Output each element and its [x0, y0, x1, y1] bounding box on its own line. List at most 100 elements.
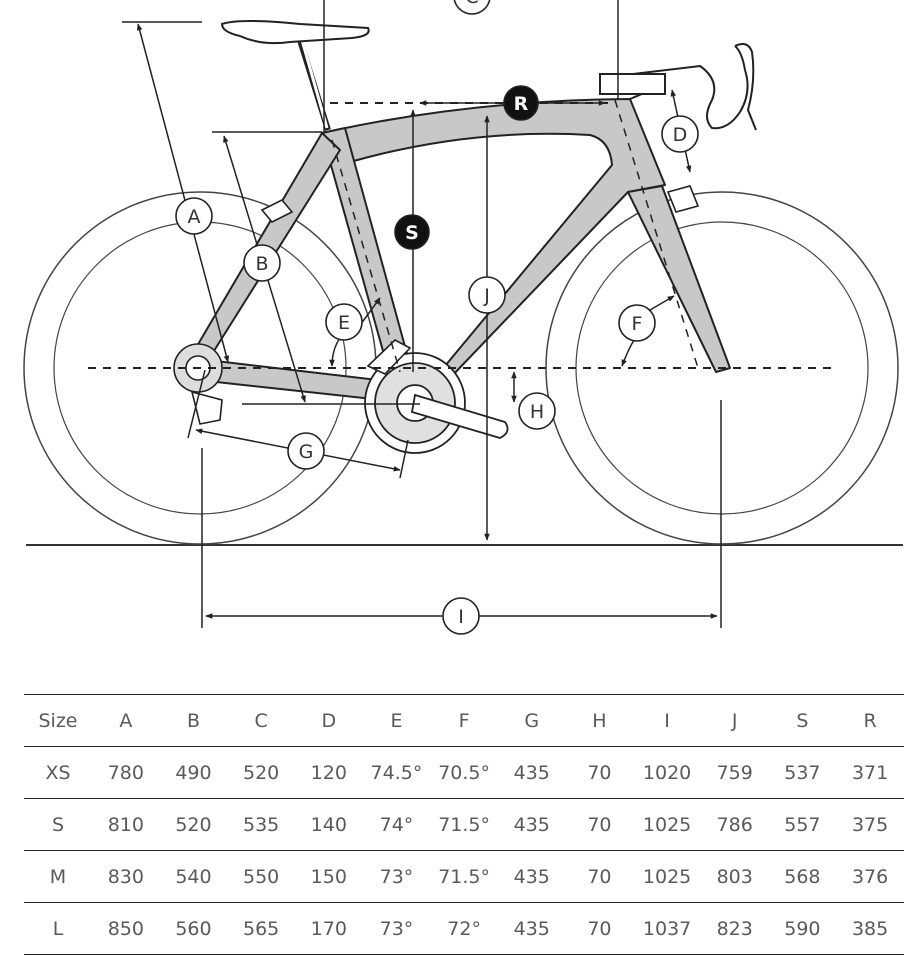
value-cell: 550 — [227, 850, 295, 903]
value-cell: 850 — [92, 902, 160, 955]
value-cell: 520 — [159, 798, 228, 851]
marker-letter: S — [405, 222, 419, 244]
marker-letter: H — [530, 401, 544, 423]
handlebar — [599, 43, 757, 131]
value-cell: 823 — [700, 902, 769, 955]
value-cell: 74.5° — [362, 746, 431, 799]
marker-letter: E — [338, 312, 350, 334]
marker-s: S — [394, 214, 430, 250]
marker-c: C — [453, 0, 491, 15]
value-cell: 520 — [227, 746, 295, 799]
table-header-row: Size A B C D E F G H I J S R — [24, 694, 904, 747]
value-cell: 1025 — [633, 850, 701, 903]
value-cell: 1020 — [633, 746, 701, 799]
value-cell: 73° — [362, 902, 431, 955]
marker-letter: A — [188, 206, 201, 228]
value-cell: 150 — [294, 850, 363, 903]
marker-letter: D — [673, 124, 688, 146]
value-cell: 590 — [768, 902, 837, 955]
value-cell: 435 — [497, 902, 566, 955]
marker-j: J — [468, 276, 506, 314]
header-s: S — [768, 694, 837, 747]
header-r: R — [836, 694, 904, 747]
marker-d: D — [661, 115, 699, 153]
value-cell: 786 — [700, 798, 769, 851]
front-derailleur — [366, 339, 412, 375]
value-cell: 435 — [497, 850, 566, 903]
value-cell: 70 — [565, 902, 634, 955]
marker-letter: I — [458, 606, 464, 628]
dimension-markers: A B D E F G H I J C S R — [175, 0, 699, 635]
header-e: E — [362, 694, 431, 747]
value-cell: 376 — [836, 850, 904, 903]
header-i: I — [633, 694, 701, 747]
value-cell: 70 — [565, 746, 634, 799]
value-cell: 830 — [92, 850, 160, 903]
rear-cassette — [173, 343, 223, 425]
value-cell: 170 — [294, 902, 363, 955]
value-cell: 490 — [159, 746, 228, 799]
header-size: Size — [24, 694, 92, 747]
value-cell: 780 — [92, 746, 160, 799]
header-g: G — [497, 694, 566, 747]
saddle — [220, 20, 370, 131]
value-cell: 1037 — [633, 902, 701, 955]
crankset — [364, 352, 509, 454]
marker-letter: F — [632, 313, 643, 335]
marker-letter: G — [299, 441, 314, 463]
size-cell: S — [24, 798, 92, 851]
value-cell: 71.5° — [430, 798, 498, 851]
value-cell: 70 — [565, 798, 634, 851]
bike-geometry-diagram: A B D E F G H I J C S R — [23, 0, 903, 635]
marker-letter: R — [514, 93, 529, 115]
dimension-dashed-lines — [88, 99, 835, 373]
header-a: A — [92, 694, 160, 747]
value-cell: 70.5° — [430, 746, 498, 799]
header-c: C — [227, 694, 295, 747]
size-cell: XS — [24, 746, 92, 799]
value-cell: 435 — [497, 798, 566, 851]
value-cell: 759 — [700, 746, 769, 799]
size-cell: M — [24, 850, 92, 903]
value-cell: 568 — [768, 850, 837, 903]
value-cell: 803 — [700, 850, 769, 903]
header-j: J — [700, 694, 769, 747]
header-d: D — [294, 694, 363, 747]
header-f: F — [430, 694, 498, 747]
value-cell: 74° — [362, 798, 431, 851]
marker-g: G — [287, 432, 325, 470]
size-cell: L — [24, 902, 92, 955]
value-cell: 535 — [227, 798, 295, 851]
marker-i: I — [442, 597, 480, 635]
value-cell: 1025 — [633, 798, 701, 851]
header-h: H — [565, 694, 634, 747]
marker-f: F — [618, 304, 656, 342]
marker-e: E — [325, 303, 363, 341]
value-cell: 72° — [430, 902, 498, 955]
value-cell: 540 — [159, 850, 228, 903]
value-cell: 537 — [768, 746, 837, 799]
marker-b: B — [243, 244, 281, 282]
value-cell: 810 — [92, 798, 160, 851]
value-cell: 371 — [836, 746, 904, 799]
value-cell: 375 — [836, 798, 904, 851]
marker-letter: B — [255, 253, 268, 275]
marker-h: H — [518, 392, 556, 430]
marker-letter: J — [483, 285, 490, 307]
value-cell: 71.5° — [430, 850, 498, 903]
value-cell: 120 — [294, 746, 363, 799]
value-cell: 140 — [294, 798, 363, 851]
marker-a: A — [175, 197, 213, 235]
value-cell: 435 — [497, 746, 566, 799]
value-cell: 385 — [836, 902, 904, 955]
value-cell: 565 — [227, 902, 295, 955]
value-cell: 70 — [565, 850, 634, 903]
marker-letter: C — [465, 0, 478, 8]
marker-r: R — [503, 85, 539, 121]
